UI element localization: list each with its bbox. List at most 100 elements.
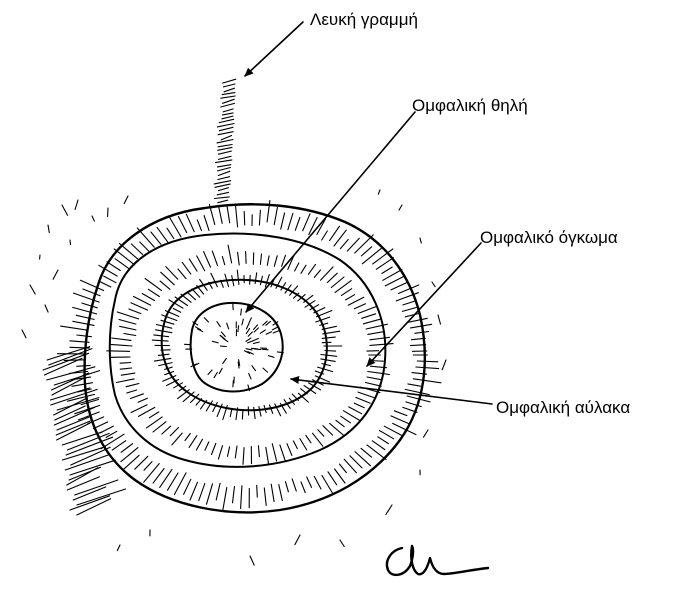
swelling-hatch-mark <box>107 262 120 271</box>
groove-hatch-mark <box>250 275 251 284</box>
swelling-hatch-mark <box>341 289 351 296</box>
swelling-hatch-mark <box>368 332 383 335</box>
swelling-hatch-mark <box>301 482 305 493</box>
linea-alba-hatch-mark <box>218 145 232 147</box>
swelling-hatch-mark <box>372 441 384 450</box>
swelling-hatch-mark <box>322 231 328 240</box>
linea-alba-hatch-mark <box>219 127 233 130</box>
groove-hatch-mark <box>317 311 332 317</box>
swelling-hatch-mark <box>139 407 155 416</box>
swelling-hatch-mark <box>370 344 393 346</box>
swelling-hatch-mark <box>120 363 131 364</box>
swelling-hatch-mark <box>160 281 170 289</box>
stipple-mark <box>438 315 441 324</box>
papilla-texture-mark <box>246 329 249 334</box>
stipple-mark <box>250 556 254 565</box>
papilla-texture-mark <box>212 341 218 343</box>
swelling-hatch-mark <box>367 445 386 460</box>
swelling-hatch-mark <box>190 482 198 500</box>
swelling-hatch-mark <box>168 473 179 490</box>
stipple-mark <box>22 330 26 338</box>
swelling-hatch-mark <box>107 351 130 352</box>
swelling-hatch-mark <box>61 326 88 330</box>
swelling-hatch-mark <box>207 484 213 504</box>
groove-hatch-mark <box>321 355 337 357</box>
swelling-hatch-mark <box>120 326 136 330</box>
groove-hatch-mark <box>156 330 172 333</box>
swelling-hatch-mark <box>349 407 362 414</box>
swelling-hatch-mark <box>228 447 230 457</box>
papilla-texture-mark <box>220 335 225 339</box>
swelling-hatch-mark <box>184 479 191 494</box>
swelling-hatch-mark <box>330 226 340 240</box>
linea-alba-hatch-mark <box>217 192 228 194</box>
papilla-texture-mark <box>219 368 222 373</box>
swelling-hatch-mark <box>127 390 137 393</box>
papilla-texture-mark <box>251 348 257 349</box>
swelling-hatch-mark <box>104 276 116 283</box>
swelling-hatch-mark <box>331 277 344 288</box>
skin-hatch-mark <box>75 480 118 495</box>
swelling-hatch-mark <box>405 314 418 317</box>
swelling-hatch-mark <box>287 444 292 456</box>
papilla-texture-mark <box>208 370 212 375</box>
swelling-hatch-mark <box>340 239 348 248</box>
swelling-hatch-mark <box>314 270 320 277</box>
swelling-hatch-mark <box>115 259 129 269</box>
swelling-hatch-mark <box>204 216 209 231</box>
groove-hatch-mark <box>152 340 168 341</box>
swelling-hatch-mark <box>162 426 171 434</box>
swelling-hatch-mark <box>77 365 91 366</box>
skin-hatch-mark <box>67 468 98 485</box>
linea-alba-hatch-mark <box>221 103 235 107</box>
swelling-hatch-mark <box>343 411 359 421</box>
linea-alba-hatch-mark <box>218 147 232 150</box>
swelling-hatch-mark <box>346 295 355 300</box>
swelling-hatch-mark <box>76 315 94 319</box>
linea-alba-hatch-mark <box>221 136 231 140</box>
label-umbilical-papilla: Ομφαλική θηλή <box>412 96 528 115</box>
papilla-texture-mark <box>263 368 268 372</box>
swelling-hatch-mark <box>197 220 201 231</box>
swelling-hatch-mark <box>318 430 324 437</box>
swelling-hatch-mark <box>135 456 148 469</box>
label-umbilical-groove: Ομφαλική αύλακα <box>496 398 630 417</box>
swelling-hatch-mark <box>307 477 312 487</box>
swelling-hatch-mark <box>178 269 186 279</box>
swelling-hatch-mark <box>417 361 437 362</box>
groove-hatch-mark <box>255 273 257 284</box>
swelling-hatch-mark <box>126 384 139 387</box>
swelling-hatch-mark <box>219 207 222 223</box>
swelling-hatch-mark <box>166 267 178 280</box>
swelling-hatch-mark <box>366 383 382 387</box>
stipple-mark <box>48 225 49 233</box>
swelling-hatch-mark <box>354 304 365 309</box>
groove-hatch-mark <box>242 410 243 419</box>
swelling-hatch-mark <box>259 210 260 225</box>
papilla-texture-mark <box>204 318 208 322</box>
swelling-hatch-mark <box>288 213 293 229</box>
swelling-hatch-mark <box>73 321 94 325</box>
linea-alba-hatch-mark <box>218 200 228 203</box>
swelling-hatch-mark <box>402 308 416 312</box>
papilla-texture-mark <box>262 349 268 350</box>
swelling-hatch-mark <box>99 281 111 287</box>
papilla-texture-mark <box>223 359 227 364</box>
swelling-hatch-mark <box>347 238 359 251</box>
swelling-hatch-mark <box>282 255 286 266</box>
swelling-hatch-mark <box>228 245 232 263</box>
papilla-texture-mark <box>249 373 251 379</box>
swelling-hatch-mark <box>403 301 415 305</box>
groove-hatch-mark <box>254 407 255 418</box>
stipple-mark <box>45 305 48 312</box>
groove-hatch-mark <box>211 273 218 287</box>
stipple-mark <box>92 216 94 221</box>
linea-alba-hatch-mark <box>217 140 233 143</box>
swelling-hatch-mark <box>233 487 235 503</box>
papilla-texture-mark <box>260 330 265 333</box>
groove-hatch-mark <box>259 407 261 417</box>
swelling-hatch-mark <box>260 254 261 264</box>
swelling-hatch-mark <box>110 344 132 346</box>
swelling-hatch-mark <box>271 484 274 501</box>
swelling-hatch-mark <box>131 405 147 413</box>
